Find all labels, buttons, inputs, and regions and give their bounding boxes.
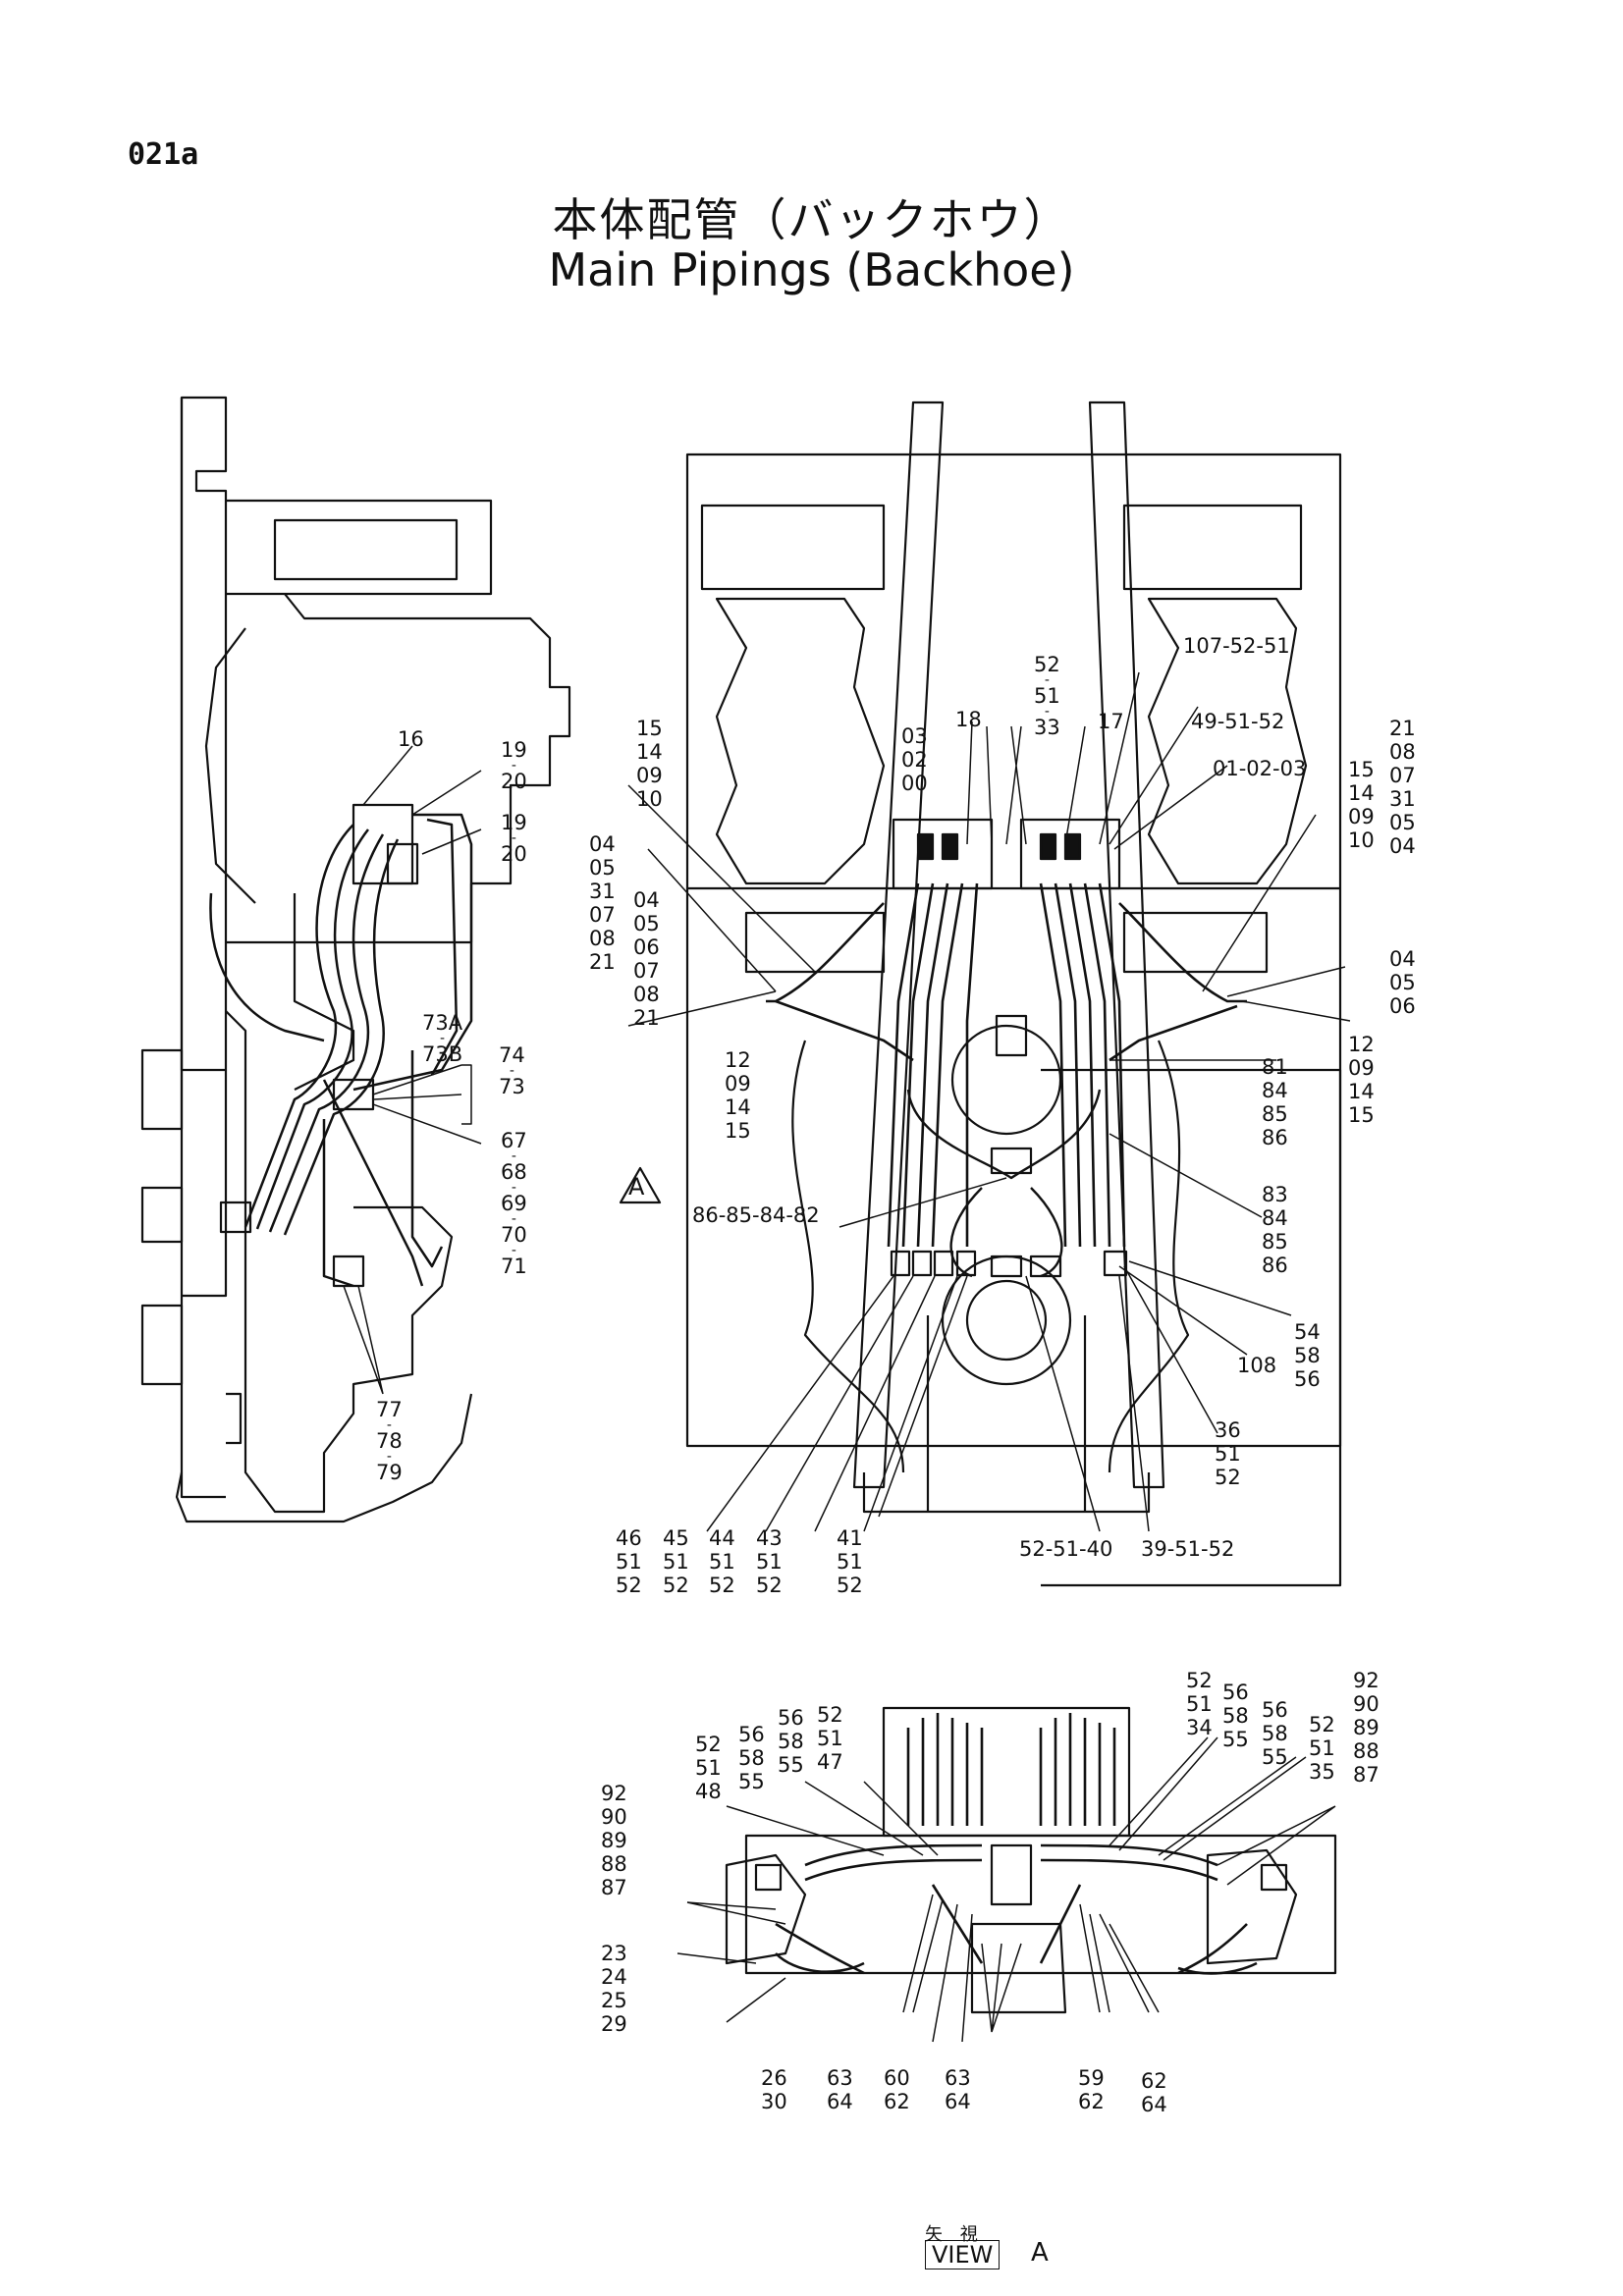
side-label-67-71: 67-68-69-70-71 [501, 1129, 527, 1278]
top-label-18: 18 [955, 708, 982, 731]
top-label-108: 108 [1237, 1354, 1277, 1377]
top-view-frame [627, 400, 1351, 1587]
side-view-frame [140, 396, 571, 1523]
view-marker-letter: A [628, 1173, 645, 1201]
top-label-86-85-84-82: 86-85-84-82 [692, 1203, 820, 1227]
side-label-19-20-a: 19-20 [501, 738, 527, 793]
side-label-73a-73b: 73A-73B [422, 1011, 463, 1066]
view-marker-triangle [619, 1166, 662, 1204]
top-label-49-51-52: 49-51-52 [1191, 710, 1285, 733]
view-a-caption-jp: 矢 視 [925, 2224, 984, 2245]
side-label-74-73: 74-73 [499, 1043, 525, 1098]
top-label-39-51-52: 39-51-52 [1141, 1537, 1235, 1561]
top-label-52-51-33: 52-51-33 [1034, 653, 1060, 739]
title-english: Main Pipings (Backhoe) [548, 243, 1075, 296]
side-label-16: 16 [398, 727, 424, 751]
top-label-17: 17 [1098, 710, 1124, 733]
view-a-caption: 矢 視 VIEW A [921, 2220, 1049, 2269]
page-code: 021a [128, 137, 199, 172]
top-label-01-02-03: 01-02-03 [1213, 757, 1307, 780]
view-a-caption-letter: A [1031, 2238, 1049, 2268]
side-label-19-20-b: 19-20 [501, 811, 527, 866]
top-label-107-52-51: 107-52-51 [1183, 634, 1290, 658]
title-japanese: 本体配管（バックホウ） [552, 193, 1071, 246]
view-a-frame [676, 1706, 1337, 2043]
side-label-77-79: 77-78-79 [376, 1398, 403, 1484]
view-a-caption-en: VIEW [925, 2240, 1001, 2269]
top-label-52-51-40: 52-51-40 [1019, 1537, 1113, 1561]
